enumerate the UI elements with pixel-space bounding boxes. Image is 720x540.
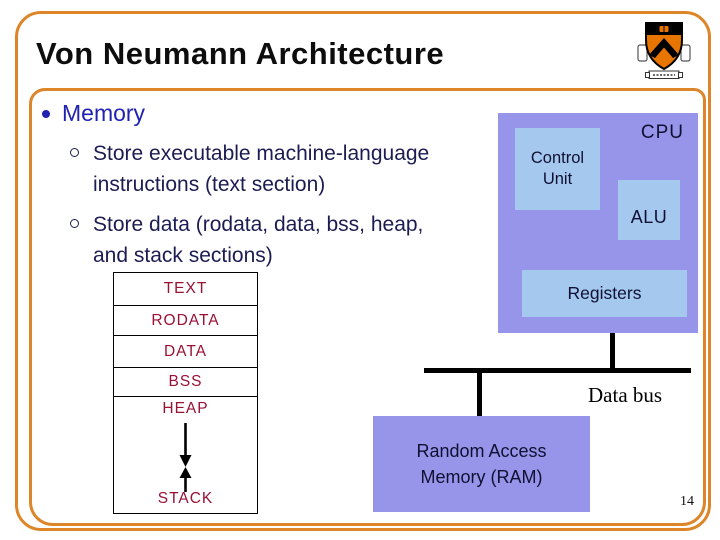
memory-section-data: DATA [113, 335, 258, 368]
ram-label-line: Memory (RAM) [420, 467, 543, 487]
section-label: DATA [163, 342, 208, 360]
section-label: BSS [168, 373, 203, 390]
circle-bullet-icon [70, 219, 79, 228]
ram-block: Random Access Memory (RAM) [373, 416, 590, 512]
outer-border-frame [15, 11, 711, 531]
memory-sub-bullets: Store executable machine-language instru… [70, 138, 515, 280]
ram-label-line: Random Access [416, 441, 547, 461]
data-bus-label: Data bus [588, 383, 663, 407]
memory-section-bss: BSS [113, 367, 258, 397]
sub-bullet-line: instructions (text section) [93, 173, 326, 196]
content-border-frame [29, 88, 706, 526]
alu-box: ALU [618, 180, 680, 240]
sub-bullet-line: Store data (rodata, data, bss, heap, [93, 213, 424, 236]
sub-bullet-text: Store executable machine-language instru… [93, 138, 429, 200]
cpu-bus-connector-line [610, 333, 615, 371]
circle-bullet-icon [70, 148, 79, 157]
memory-heading: Memory [42, 100, 145, 127]
bullet-icon [42, 109, 50, 118]
list-item: Store executable machine-language instru… [70, 138, 515, 200]
registers-box: Registers [522, 270, 687, 317]
data-bus-line [424, 368, 691, 373]
section-label: RODATA [151, 311, 220, 329]
slide-title: Von Neumann Architecture [36, 36, 445, 71]
bus-ram-connector-line [477, 372, 482, 417]
section-label: TEXT [163, 280, 208, 297]
cpu-block: CPU Control Unit ALU Registers [498, 113, 698, 333]
sub-bullet-text: Store data (rodata, data, bss, heap, and… [93, 209, 423, 271]
control-unit-box: Control Unit [515, 128, 600, 210]
princeton-crest-icon [637, 22, 691, 79]
page-number: 14 [680, 494, 694, 509]
heap-label: HEAP [162, 400, 209, 417]
memory-section-text: TEXT [113, 272, 258, 306]
memory-sections-diagram: TEXT RODATA DATA BSS HEAP STACK [113, 272, 258, 514]
sub-bullet-line: Store executable machine-language [93, 142, 430, 165]
heap-stack-growth-arrows-icon [179, 423, 192, 492]
sub-bullet-line: and stack sections) [93, 244, 273, 267]
memory-heading-label: Memory [62, 100, 146, 126]
stack-label: STACK [157, 490, 214, 507]
cpu-label: CPU [640, 122, 684, 143]
list-item: Store data (rodata, data, bss, heap, and… [70, 209, 515, 271]
memory-section-heap-stack: HEAP STACK [113, 396, 258, 514]
memory-section-rodata: RODATA [113, 305, 258, 336]
